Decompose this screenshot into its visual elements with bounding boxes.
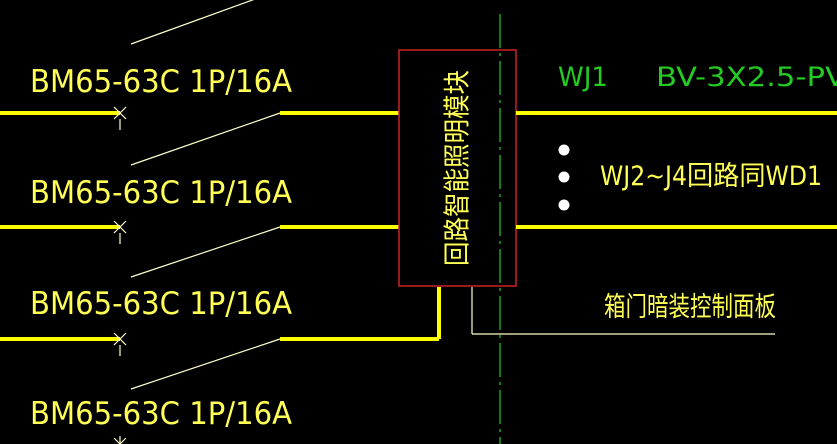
breaker-row-1: BM65-63C 1P/16A [0,0,399,166]
breaker-label-4: BM65-63C 1P/16A [30,396,292,432]
breaker-label-3: BM65-63C 1P/16A [30,286,292,322]
breaker-row-2: BM65-63C 1P/16A [0,175,399,278]
breaker-blade-1 [130,112,281,166]
module-label: 回路智能照明模块 [443,70,474,266]
breaker-blade-2 [130,226,281,278]
breaker-contact-mark-2b [113,220,127,234]
breaker-label-2: BM65-63C 1P/16A [30,175,292,211]
breaker-switch-blade-top [130,0,255,45]
breaker-contact-mark-1b [113,106,127,120]
continuation-dot-1 [558,144,570,156]
circuit-cable-label: BV-3X2.5-PV [656,62,837,93]
smart-lighting-module-box [398,49,517,287]
continuation-dot-2 [558,171,570,183]
breaker-row-4: BM65-63C 1P/16A [30,396,292,444]
breaker-contact-mark-4a [113,437,121,444]
breaker-blade-3 [130,338,281,390]
panel-note: 箱门暗装控制面板 [604,292,776,323]
breaker-contact-mark-4b [119,437,127,444]
breaker-contact-mark-3b [113,332,127,346]
continuation-dot-3 [558,199,570,211]
breaker-row-3: BM65-63C 1P/16A [0,286,441,390]
breaker-label-1: BM65-63C 1P/16A [30,64,292,100]
circuit-id-label: WJ1 [558,62,608,93]
circuits-note: WJ2~J4回路同WD1 [600,161,822,192]
